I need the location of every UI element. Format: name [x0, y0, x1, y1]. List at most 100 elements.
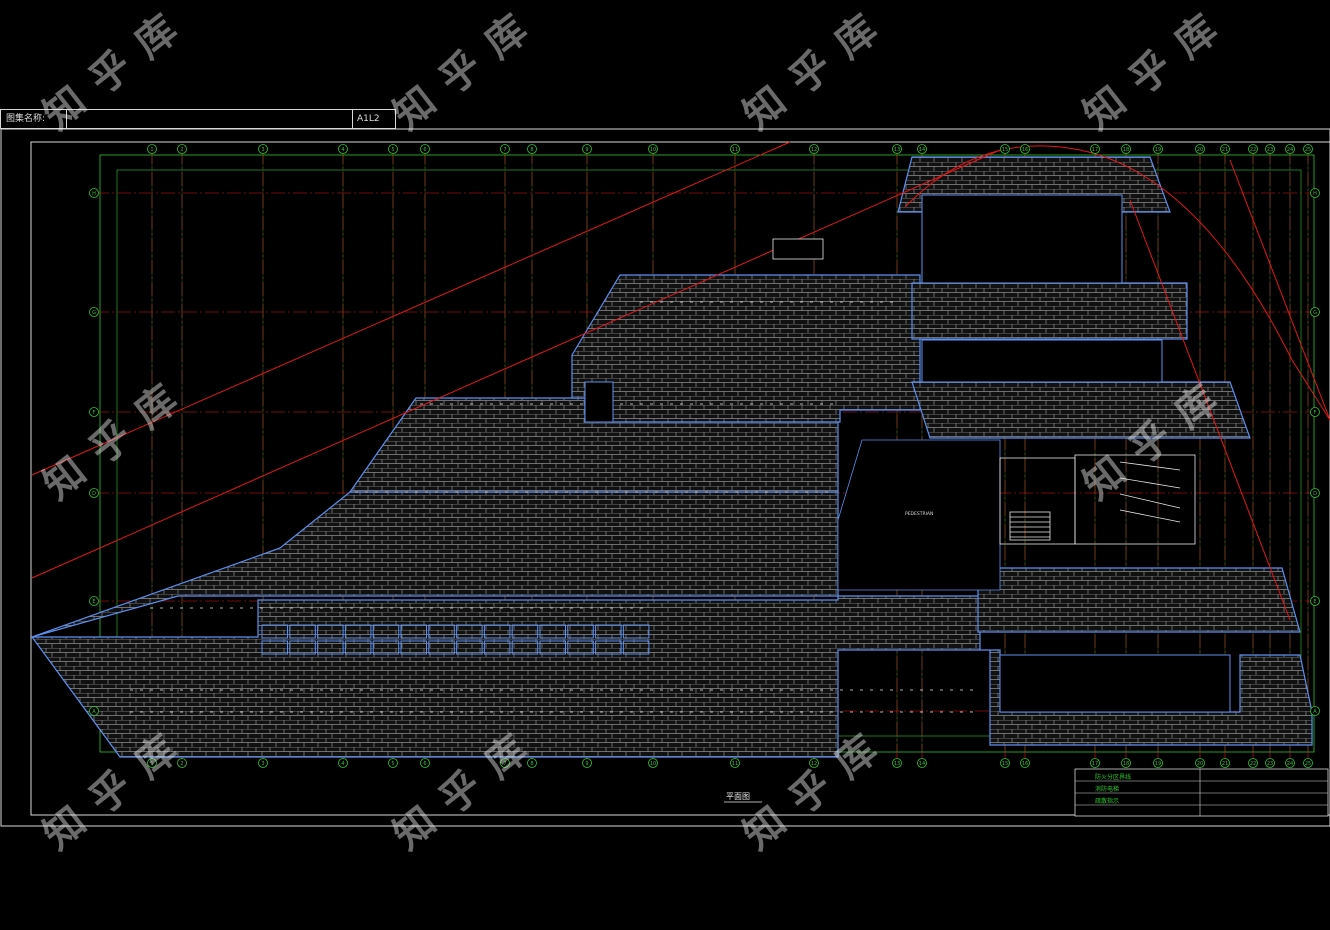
column-axis-label: 8 — [530, 147, 533, 153]
column-axis-label: 8 — [530, 761, 533, 767]
column-axis-bubble — [388, 758, 398, 768]
column-axis-label: 1 — [150, 147, 153, 153]
row-axis-bubble — [89, 488, 99, 498]
row-axis-label: D — [1313, 491, 1317, 497]
parking-stall — [595, 624, 622, 639]
parking-stalls — [261, 624, 650, 655]
column-axis-label: 6 — [423, 147, 426, 153]
column-axis-bubble — [648, 144, 658, 154]
legend-table: 防火分区界线 消防电梯 疏散指示 — [1074, 768, 1329, 817]
column-axis-bubble — [420, 758, 430, 768]
column-axis-label: 21 — [1222, 147, 1228, 153]
column-axis-label: 24 — [1287, 147, 1293, 153]
tower-room-upper — [921, 194, 1123, 284]
parking-stall — [372, 624, 400, 639]
column-axis-bubble — [527, 758, 537, 768]
column-axis-bubble — [177, 144, 187, 154]
row-axis-bubble — [1310, 407, 1320, 417]
parking-stall — [567, 640, 594, 655]
column-axis-bubble — [527, 144, 537, 154]
parking-stall — [595, 640, 622, 655]
row-axis-label: H — [1313, 191, 1317, 197]
row-axis-bubble — [1310, 488, 1320, 498]
column-axis-label: 13 — [894, 147, 900, 153]
column-axis-label: 21 — [1222, 761, 1228, 767]
column-axis-bubble — [582, 758, 592, 768]
column-axis-bubble — [582, 144, 592, 154]
row-axis-label: F — [1314, 410, 1317, 416]
parking-stall — [317, 640, 344, 655]
pedestrian-label: PEDESTRIAN — [905, 511, 933, 517]
column-axis-label: 5 — [391, 761, 394, 767]
pedestrian-area — [837, 439, 1001, 591]
column-axis-bubble — [1285, 144, 1295, 154]
parking-stall — [261, 624, 288, 639]
parking-stall — [567, 624, 594, 639]
sheet-border-inner — [30, 141, 1330, 816]
axis-bubbles: 1122334455667788991010111112121313141415… — [89, 144, 1320, 768]
column-axis-label: 15 — [1002, 147, 1008, 153]
column-axis-label: 2 — [180, 761, 183, 767]
legend-row-3: 疏散指示 — [1095, 797, 1119, 805]
column-axis-bubble — [809, 144, 819, 154]
sheet-border-outer — [0, 128, 1330, 827]
slab-ground-level — [30, 595, 1313, 758]
row-axis-label: F — [93, 410, 96, 416]
column-axis-bubble — [1265, 144, 1275, 154]
row-axis-bubble — [89, 596, 99, 606]
column-axis-bubble — [500, 144, 510, 154]
east-room — [999, 654, 1231, 713]
column-axis-label: 17 — [1092, 761, 1098, 767]
row-axis-label: G — [92, 310, 96, 316]
parking-stall — [622, 624, 650, 639]
parking-stall — [456, 624, 483, 639]
column-axis-label: 18 — [1123, 761, 1129, 767]
legend-row-2: 消防电梯 — [1095, 785, 1119, 793]
column-axis-bubble — [1248, 758, 1258, 768]
row-axis-bubble — [89, 407, 99, 417]
slab-tower-band-1 — [911, 282, 1188, 340]
column-axis-label: 12 — [811, 761, 817, 767]
column-axis-label: 14 — [919, 761, 925, 767]
legend-row-1: 防火分区界线 — [1095, 773, 1131, 781]
stair-core — [999, 454, 1196, 545]
parking-stall — [511, 640, 539, 655]
tower-rooms — [921, 194, 1231, 713]
column-axis-bubble — [1020, 758, 1030, 768]
column-axis-bubble — [420, 144, 430, 154]
row-axis-bubble — [89, 188, 99, 198]
parking-stall — [622, 640, 650, 655]
column-axis-label: 1 — [150, 761, 153, 767]
column-axis-bubble — [1121, 144, 1131, 154]
row-axis-label: G — [1313, 310, 1317, 316]
row-axis-label: E — [92, 599, 95, 605]
column-axis-label: 6 — [423, 761, 426, 767]
column-axis-bubble — [1000, 144, 1010, 154]
column-axis-label: 3 — [261, 147, 264, 153]
column-axis-bubble — [1090, 758, 1100, 768]
column-axis-label: 20 — [1197, 147, 1203, 153]
column-axis-bubble — [1195, 758, 1205, 768]
slab-level-4 — [571, 274, 921, 423]
callout-box — [772, 238, 824, 260]
column-axis-bubble — [1090, 144, 1100, 154]
title-block-name — [67, 110, 353, 128]
column-axis-label: 11 — [732, 761, 738, 767]
column-axis-label: 10 — [650, 147, 656, 153]
parking-stall — [317, 624, 344, 639]
column-axis-label: 19 — [1155, 147, 1161, 153]
parking-stall — [428, 640, 455, 655]
column-axis-bubble — [1220, 758, 1230, 768]
row-axis-bubble — [1310, 188, 1320, 198]
column-axis-label: 4 — [341, 761, 344, 767]
column-axis-bubble — [809, 758, 819, 768]
column-axis-bubble — [258, 144, 268, 154]
column-axis-label: 18 — [1123, 147, 1129, 153]
column-axis-bubble — [1265, 758, 1275, 768]
column-axis-bubble — [892, 144, 902, 154]
parking-stall — [539, 624, 566, 639]
tower-room-middle — [921, 339, 1163, 383]
slab-east-wing — [977, 567, 1301, 633]
column-axis-bubble — [1153, 758, 1163, 768]
